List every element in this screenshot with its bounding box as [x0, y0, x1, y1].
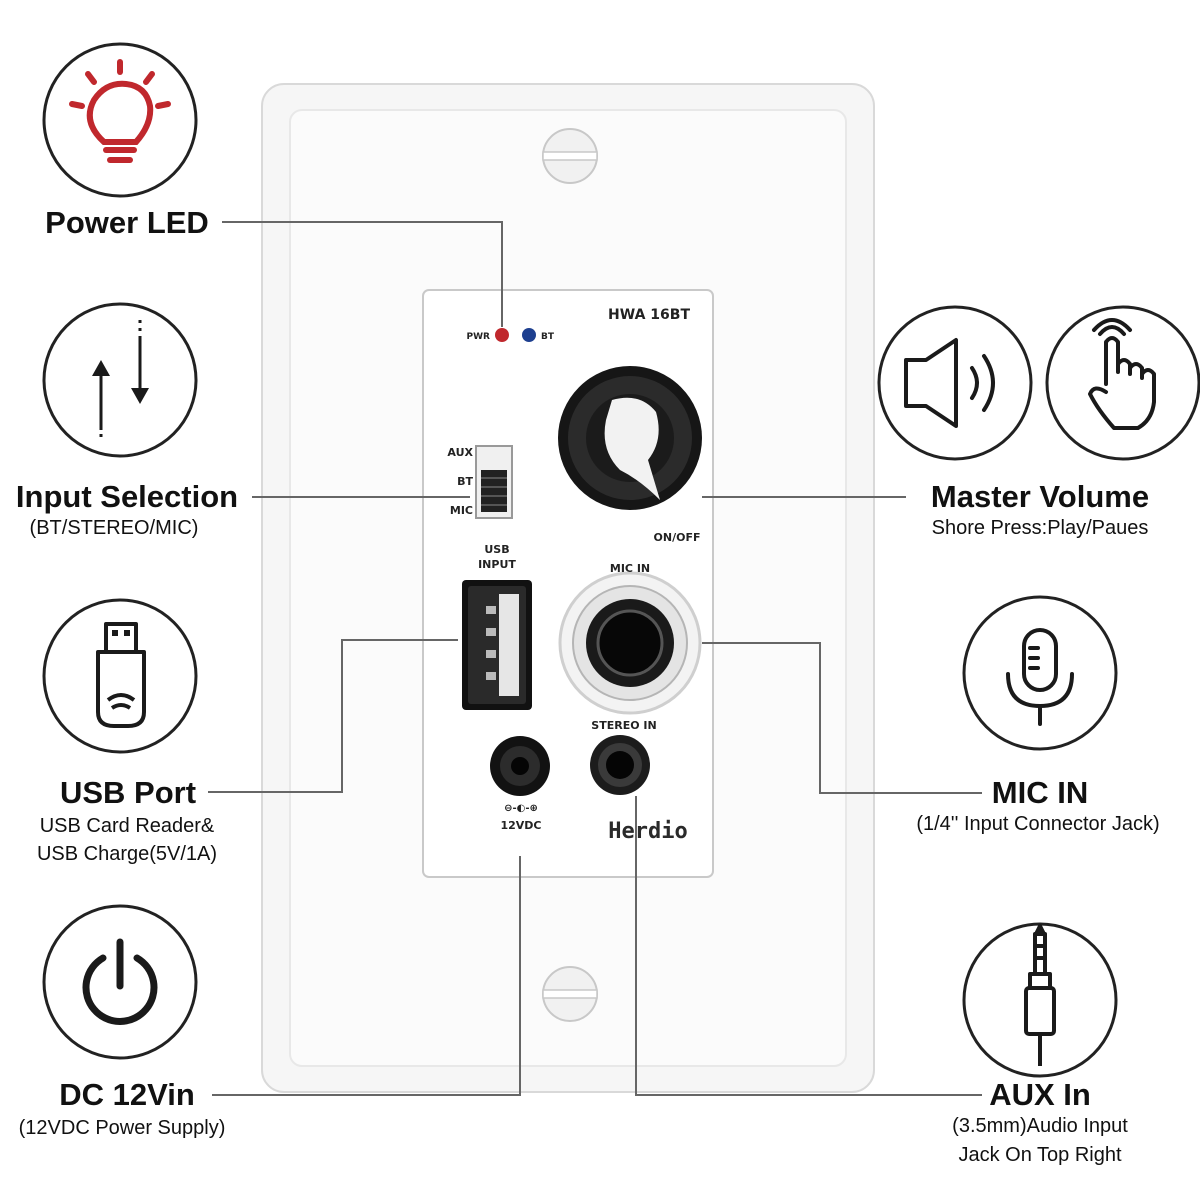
dc-plate-label: 12VDC: [500, 819, 541, 832]
bt-led-label: BT: [541, 332, 555, 342]
pwr-led: [495, 328, 509, 342]
bulb-icon: [42, 42, 198, 198]
switch-mic-label: MIC: [450, 504, 473, 517]
input-selector-switch: [475, 445, 513, 519]
leader-aux-in: [635, 796, 982, 1096]
aux-in-sub-2: Jack On Top Right: [958, 1144, 1122, 1166]
mic-in-sub: (1/4'' Input Connector Jack): [916, 813, 1160, 835]
stereo-in-jack: [590, 735, 650, 795]
usb-label-line2: INPUT: [478, 558, 516, 571]
power-icon: [42, 904, 198, 1060]
bottom-screw: [542, 966, 598, 1022]
swap-arrows-icon: [42, 302, 198, 458]
mic-in-title: MIC IN: [991, 775, 1089, 810]
dc-jack: [490, 736, 550, 796]
usb-port-sub-2: USB Charge(5V/1A): [36, 843, 218, 865]
top-screw: [542, 128, 598, 184]
usb-port-sub-1: USB Card Reader&: [39, 815, 215, 837]
stereo-in-plate-label: STEREO IN: [591, 719, 656, 732]
usb-stick-icon: [42, 598, 198, 754]
power-led-title: Power LED: [45, 205, 209, 240]
leader-usb-port: [208, 639, 458, 793]
dc-polarity-symbol: ⊖-◐-⊕: [504, 803, 538, 814]
brand-logo: Herdio: [608, 819, 687, 844]
mic-in-plate-label: MIC IN: [610, 562, 650, 575]
knob-on-off-label: ON/OFF: [654, 531, 701, 544]
dc-12vin-sub: (12VDC Power Supply): [18, 1117, 226, 1139]
switch-bt-label: BT: [457, 475, 473, 488]
dc-12vin-title: DC 12Vin: [59, 1077, 195, 1112]
leader-lines: [208, 221, 982, 1096]
input-selection-title: Input Selection: [15, 479, 239, 514]
aux-in-sub-1: (3.5mm)Audio Input: [952, 1115, 1128, 1137]
bt-led: [522, 328, 536, 342]
leader-mic-in: [702, 642, 982, 794]
mic-in-jack: [558, 571, 702, 715]
aux-in-title: AUX In: [989, 1077, 1091, 1112]
leader-power-led: [222, 221, 503, 327]
leader-dc: [212, 856, 521, 1096]
pwr-led-label: PWR: [467, 332, 491, 342]
master-volume-sub: Shore Press:Play/Paues: [931, 517, 1149, 539]
speaker-icon: [877, 305, 1033, 461]
usb-label-line1: USB: [484, 543, 509, 556]
master-volume-knob: [558, 366, 702, 510]
switch-aux-label: AUX: [447, 446, 473, 459]
aux-plug-icon: [962, 922, 1118, 1078]
master-volume-title: Master Volume: [930, 479, 1150, 514]
touch-hand-icon: [1045, 305, 1200, 461]
usb-port-title: USB Port: [59, 775, 197, 810]
usb-port: [462, 580, 532, 710]
model-label: HWA 16BT: [608, 307, 690, 323]
input-selection-sub: (BT/STEREO/MIC): [29, 517, 199, 539]
microphone-icon: [962, 595, 1118, 751]
